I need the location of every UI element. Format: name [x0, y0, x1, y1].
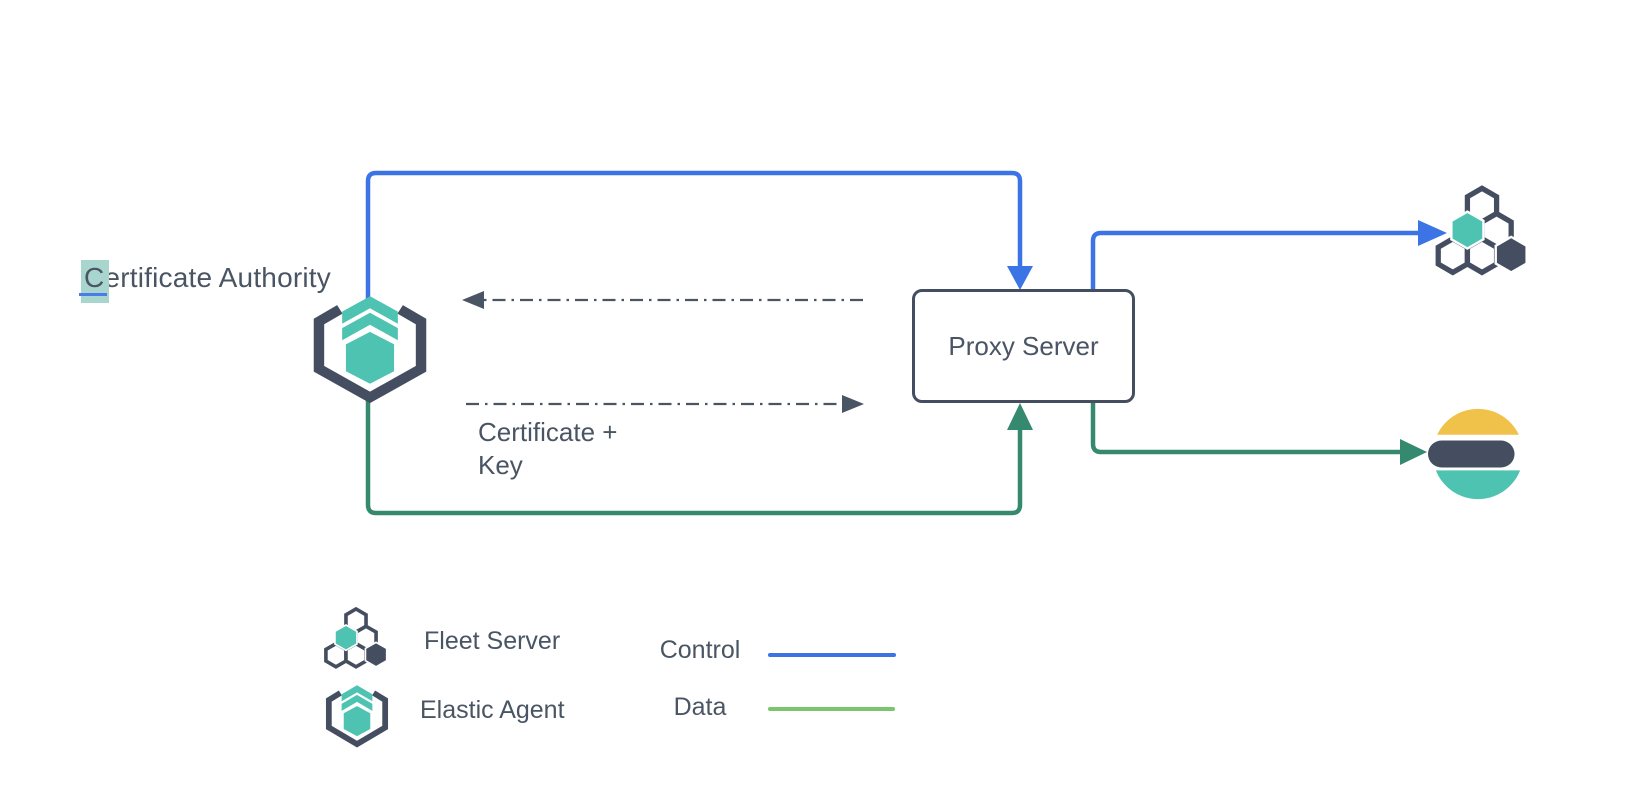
control-arrowhead-down-icon	[1007, 266, 1033, 290]
legend-control-label: Control	[659, 636, 741, 664]
agent-core-hexagon	[343, 328, 397, 387]
data-arrowhead-up-icon	[1007, 403, 1033, 430]
data-line-proxy-to-elasticsearch	[1090, 403, 1400, 455]
fleet-hex-teal	[1450, 210, 1485, 250]
legend-fleet-server-icon	[324, 606, 388, 669]
dashed-arrowhead-left-icon	[462, 291, 484, 309]
control-arrowhead-right-icon	[1418, 220, 1447, 246]
certificate-key-line2: Key	[478, 450, 523, 480]
legend-fleet-hex-dark	[364, 641, 388, 668]
proxy-server-node: Proxy Server	[912, 289, 1135, 403]
elasticsearch-middle-band	[1428, 440, 1515, 468]
control-line-agent-to-proxy	[365, 170, 1023, 302]
data-arrowhead-right-icon	[1400, 439, 1427, 465]
dashed-arrowhead-right-icon	[842, 395, 864, 413]
proxy-server-label: Proxy Server	[948, 330, 1099, 361]
legend-elastic-agent-label: Elastic Agent	[420, 696, 565, 724]
elasticsearch-logo-icon	[1428, 408, 1521, 500]
certificate-authority-label-first-char: C	[84, 262, 105, 293]
agent-chevron-bottom	[342, 312, 398, 341]
legend-agent-bracket-outline	[325, 690, 389, 748]
legend-data-line-swatch	[768, 707, 895, 711]
elastic-agent-hexagon-icon	[313, 296, 427, 404]
control-line-proxy-to-fleet	[1090, 230, 1420, 289]
fleet-hex-dark	[1494, 235, 1528, 274]
certificate-authority-label: Certificate Authority	[78, 260, 331, 303]
text-selection-highlight: C	[78, 260, 110, 303]
legend-agent-chevron-bottom	[341, 694, 373, 711]
elasticsearch-bottom-band	[1435, 470, 1521, 500]
legend-elastic-agent-icon	[325, 685, 389, 748]
agent-chevron-top	[342, 296, 398, 324]
legend-fleet-server-label: Fleet Server	[424, 627, 561, 655]
elasticsearch-top-band	[1437, 408, 1519, 435]
legend-control-line-swatch	[768, 653, 896, 657]
legend-data-label: Data	[673, 693, 727, 721]
certificate-key-line1: Certificate +	[478, 417, 618, 447]
agent-bracket-outline	[313, 305, 427, 404]
certificate-authority-label-rest: ertificate Authority	[104, 262, 331, 293]
legend-fleet-hex-teal	[334, 624, 358, 652]
legend-agent-chevron-top	[341, 685, 373, 702]
certificate-key-label: Certificate + Key	[478, 416, 617, 482]
data-line-agent-to-proxy	[365, 396, 1023, 516]
fleet-server-honeycomb-icon	[1435, 185, 1528, 276]
legend-agent-core-hexagon	[342, 704, 372, 739]
